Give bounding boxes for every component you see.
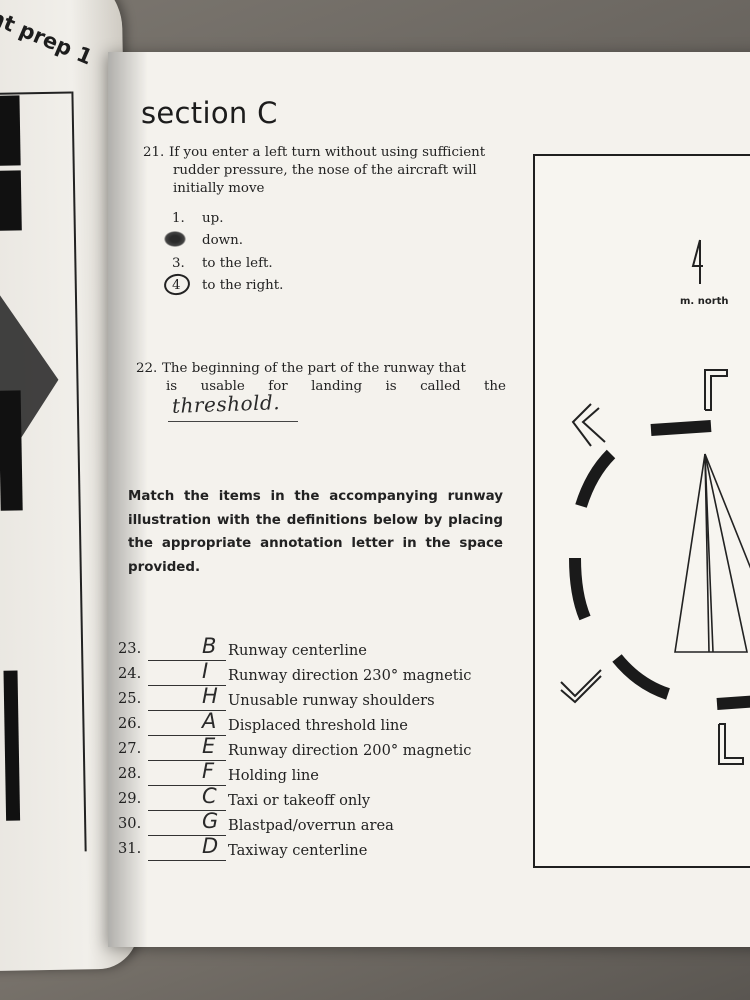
question-number: 22. bbox=[136, 361, 158, 376]
north-label: m. north bbox=[680, 296, 729, 307]
handwritten-letter: H bbox=[202, 684, 218, 708]
word: landing bbox=[311, 379, 363, 394]
option-text: down. bbox=[202, 233, 243, 248]
word: called bbox=[420, 379, 461, 394]
handwritten-letter: A bbox=[202, 709, 217, 733]
handwritten-letter: F bbox=[202, 759, 215, 783]
definition: Runway centerline bbox=[228, 642, 367, 659]
answer-blank[interactable]: E bbox=[148, 734, 226, 761]
item-number: 27. bbox=[118, 740, 142, 757]
arrow-marker-left bbox=[571, 403, 606, 447]
question-21: 21. If you enter a left turn without usin… bbox=[143, 144, 503, 198]
item-number: 23. bbox=[118, 640, 142, 657]
left-page-rule bbox=[0, 91, 72, 95]
answer-blank[interactable]: B bbox=[148, 634, 226, 661]
answer-text: threshold bbox=[171, 390, 274, 418]
matching-instructions: Match the items in the accompanying runw… bbox=[128, 489, 503, 575]
definition: Blastpad/overrun area bbox=[228, 817, 394, 834]
option-number: 1. bbox=[172, 211, 185, 226]
item-number: 31. bbox=[118, 840, 142, 857]
answer-blank[interactable]: C bbox=[148, 784, 226, 811]
answer-blank[interactable]: F bbox=[148, 759, 226, 786]
left-page-black-block bbox=[0, 170, 22, 231]
question-number: 21. bbox=[143, 145, 165, 160]
option-number: 2. bbox=[172, 233, 192, 248]
runway-shape bbox=[674, 453, 750, 653]
handwritten-letter: E bbox=[202, 734, 216, 758]
question-text: If you enter a left turn without using s… bbox=[169, 145, 486, 160]
item-number: 26. bbox=[118, 715, 142, 732]
handwritten-answer-22[interactable]: threshold. bbox=[172, 390, 281, 418]
question-text: rudder pressure, the nose of the aircraf… bbox=[173, 163, 477, 178]
word: for bbox=[268, 379, 288, 394]
north-arrow bbox=[691, 239, 703, 284]
word: the bbox=[484, 379, 506, 394]
answer-blank[interactable]: A bbox=[148, 709, 226, 736]
option-number: 3. bbox=[172, 256, 185, 271]
scribbled-mark bbox=[164, 231, 186, 247]
left-page-black-block bbox=[3, 670, 21, 821]
handwritten-letter: C bbox=[202, 784, 217, 808]
check-marker bbox=[560, 669, 602, 704]
left-page-vertical-rule bbox=[71, 91, 87, 852]
answer-blank[interactable]: D bbox=[148, 834, 226, 861]
section-title: section C bbox=[141, 96, 278, 130]
option-text: up. bbox=[202, 211, 224, 226]
question-22: 22. The beginning of the part of the runw… bbox=[136, 360, 506, 396]
word: is bbox=[166, 379, 178, 394]
handwritten-letter: G bbox=[202, 809, 219, 833]
corner-marker-top bbox=[704, 369, 728, 411]
answer-blank[interactable]: H bbox=[148, 684, 226, 711]
item-number: 28. bbox=[118, 765, 142, 782]
left-page-header: ght prep 1 bbox=[0, 0, 96, 70]
compass-rose-arcs bbox=[569, 420, 750, 710]
option-text: to the left. bbox=[202, 256, 273, 271]
word: is bbox=[385, 379, 397, 394]
word: usable bbox=[200, 379, 245, 394]
item-number: 25. bbox=[118, 690, 142, 707]
corner-marker-bottom bbox=[718, 723, 744, 765]
handwritten-letter: D bbox=[202, 834, 219, 858]
handwritten-letter: B bbox=[202, 634, 217, 658]
answer-blank[interactable]: G bbox=[148, 809, 226, 836]
definition: Holding line bbox=[228, 767, 319, 784]
runway-illustration-frame bbox=[533, 154, 750, 868]
definition: Runway direction 200° magnetic bbox=[228, 742, 472, 759]
question-text: The beginning of the part of the runway … bbox=[162, 361, 466, 376]
answer-blank[interactable]: I bbox=[148, 659, 226, 686]
answer-line bbox=[168, 421, 298, 422]
definition: Taxi or takeoff only bbox=[228, 792, 371, 809]
left-page-black-block bbox=[0, 95, 21, 166]
definition: Taxiway centerline bbox=[228, 842, 368, 859]
item-number: 29. bbox=[118, 790, 142, 807]
handwritten-letter: I bbox=[202, 659, 209, 683]
left-page-black-block bbox=[0, 390, 23, 511]
option-text: to the right. bbox=[202, 278, 284, 293]
option-number: 4 bbox=[172, 278, 181, 293]
question-text: initially move bbox=[173, 181, 265, 196]
page-gutter-shadow bbox=[108, 52, 148, 947]
item-number: 30. bbox=[118, 815, 142, 832]
question-text-line: is usable for landing is called the bbox=[136, 378, 506, 396]
definition: Displaced threshold line bbox=[228, 717, 408, 734]
definition: Unusable runway shoulders bbox=[228, 692, 435, 709]
period: . bbox=[272, 390, 281, 415]
definition: Runway direction 230° magnetic bbox=[228, 667, 472, 684]
runway-illustration bbox=[560, 239, 750, 765]
item-number: 24. bbox=[118, 665, 142, 682]
